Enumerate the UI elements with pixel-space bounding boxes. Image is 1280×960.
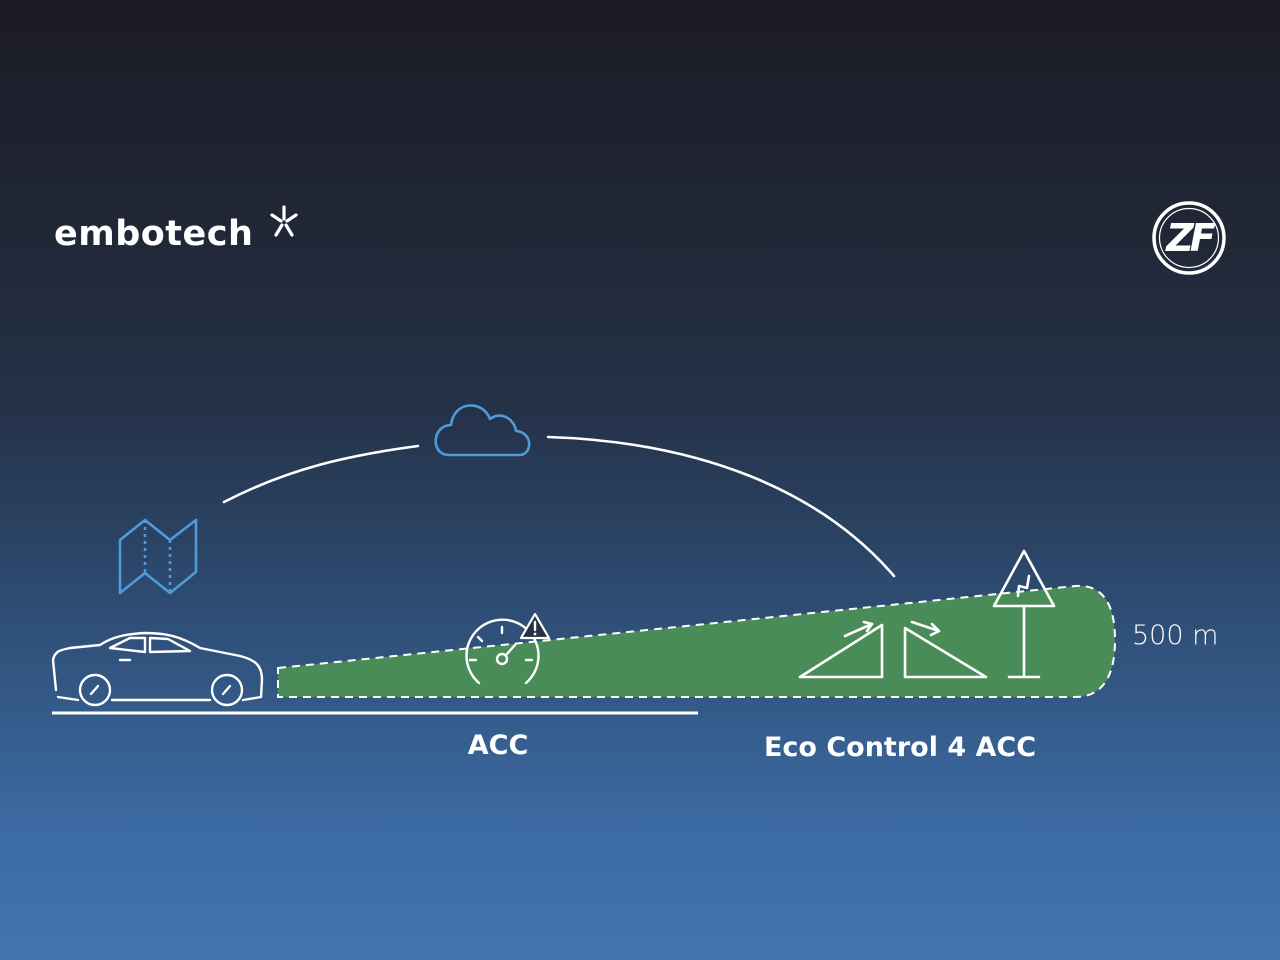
eco-control-label: Eco Control 4 ACC	[763, 732, 1037, 763]
car-icon	[51, 631, 264, 707]
uphill-slope-icon	[798, 620, 884, 679]
downhill-slope-icon	[903, 620, 988, 679]
lookahead-zone-outline	[277, 584, 1117, 698]
connection-arc-left	[222, 444, 420, 504]
zf-logo-letters: ZF	[1166, 216, 1216, 260]
embotech-logo-text: embotech	[54, 214, 254, 254]
cloud-icon	[434, 404, 531, 457]
lookahead-zone	[278, 585, 1115, 697]
speedometer-icon	[465, 618, 540, 685]
distance-label: 500 m	[1132, 620, 1219, 651]
acc-label: ACC	[467, 730, 529, 761]
zf-logo	[1152, 201, 1226, 275]
map-icon	[118, 518, 198, 595]
warning-icon	[519, 612, 551, 640]
connection-arc-right	[546, 435, 896, 578]
curve-road-sign-icon	[992, 549, 1056, 679]
asterisk-icon	[270, 205, 298, 237]
